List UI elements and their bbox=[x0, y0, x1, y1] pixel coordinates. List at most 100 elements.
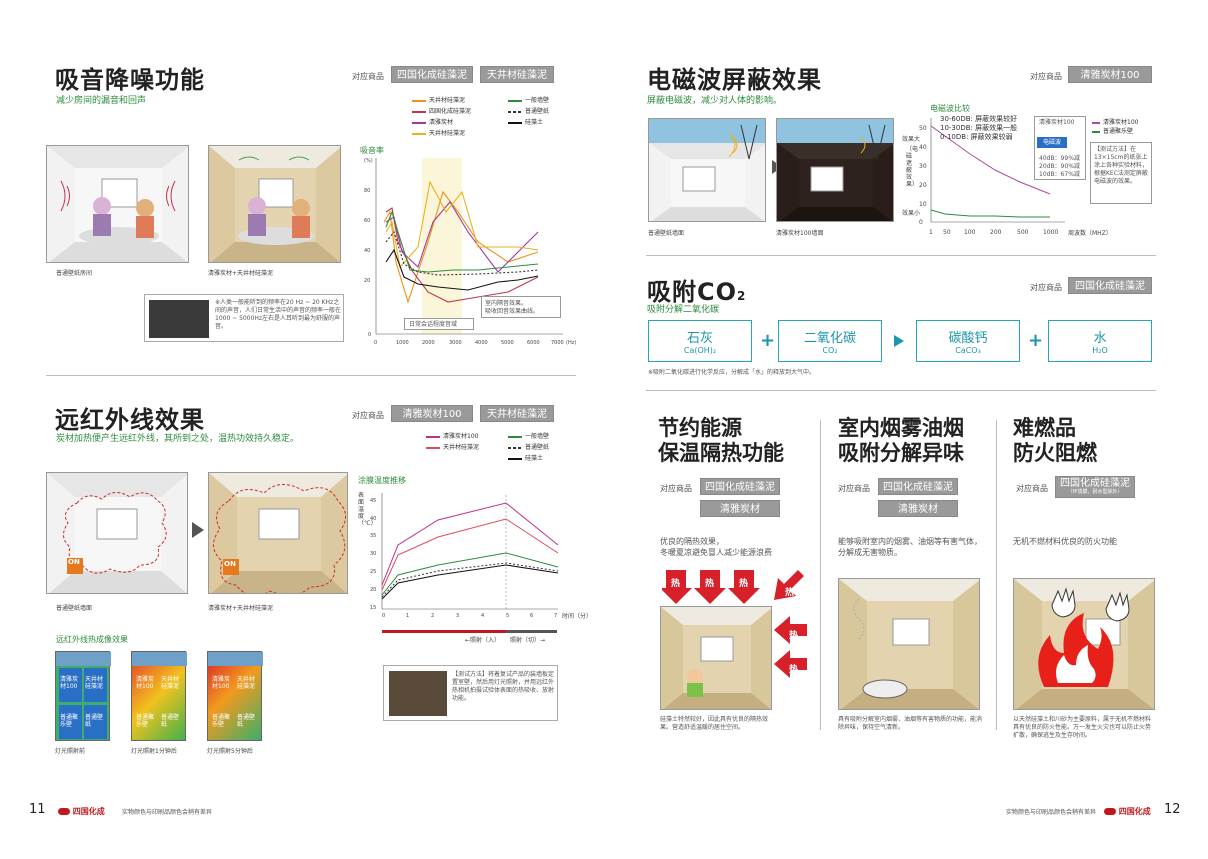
sound-room-2-caption: 清雅炭材+天井材硅藻泥 bbox=[208, 270, 274, 277]
col2-title-2: 吸附分解异味 bbox=[838, 441, 964, 465]
em-title: 电磁波屏蔽效果 bbox=[647, 66, 822, 94]
em-method-box: 【测试方法】在13×15cm的纸张上涂上各种实验材料，根据KEC法测定屏蔽电磁波… bbox=[1090, 142, 1152, 204]
svg-text:0: 0 bbox=[368, 332, 371, 338]
em-room-2-caption: 清雅炭材100墙面 bbox=[776, 230, 824, 237]
svg-text:1000: 1000 bbox=[1043, 229, 1058, 236]
col1-caption: 硅藻土特然较好，因此具有优良的隔热效果。营造舒适温暖的居住空间。 bbox=[660, 716, 769, 731]
col1-tag-2: 清雅炭材 bbox=[700, 500, 780, 517]
infrared-legend: 清雅炭材100 天井材硅藻泥 一般墙壁 普通壁纸 硅藻土 bbox=[426, 432, 576, 468]
sound-legend-1: 天井材硅藻泥 bbox=[429, 97, 466, 104]
co2-item-2-name: 二氧化碳 bbox=[803, 331, 856, 346]
infrared-title: 远红外线效果 bbox=[55, 406, 205, 434]
svg-text:10: 10 bbox=[919, 201, 927, 208]
thermal-image-1: 清雅炭材100 天井材硅藻泥 普通聚乐壁 普通壁纸 bbox=[55, 651, 111, 741]
co2-item-4: 水 H₂O bbox=[1048, 320, 1152, 362]
sound-note-photo bbox=[149, 300, 209, 338]
infrared-legend-2: 天井材硅藻泥 bbox=[443, 444, 480, 451]
svg-text:60: 60 bbox=[364, 218, 370, 224]
infrared-products-label: 对应商品 bbox=[352, 411, 384, 420]
col3-products-label: 对应商品 bbox=[1016, 484, 1048, 493]
thermal-caption-3: 灯光照射5分钟后 bbox=[207, 748, 253, 755]
col1-heat-2: 热 bbox=[705, 579, 715, 589]
sound-room-1 bbox=[46, 145, 189, 263]
thermal-2-label-1: 清雅炭材100 bbox=[136, 676, 155, 690]
co2-title-main: 吸附CO bbox=[647, 278, 738, 306]
footer-disclaimer-left: 实物颜色与印刷品颜色会稍有差异 bbox=[122, 809, 213, 816]
em-db-3: 10dB：67%减 bbox=[1039, 171, 1080, 178]
svg-text:80: 80 bbox=[364, 188, 370, 194]
thermal-3-label-4: 普通壁纸 bbox=[237, 714, 256, 728]
col3-title-1: 难燃品 bbox=[1013, 416, 1076, 440]
co2-item-3: 碳酸钙 CaCO₃ bbox=[916, 320, 1020, 362]
col2-title-1: 室内烟雾油烟 bbox=[838, 416, 964, 440]
svg-text:2000: 2000 bbox=[422, 340, 435, 346]
sound-legend-3: 清雅炭材 bbox=[429, 119, 454, 126]
em-y-top: 效果大 bbox=[902, 136, 921, 143]
col1-heat-5: 热 bbox=[789, 631, 799, 641]
em-room-1 bbox=[648, 118, 766, 222]
em-legend2-1: 清雅炭材100 bbox=[1103, 119, 1139, 126]
col1-title-1: 节约能源 bbox=[658, 416, 742, 440]
sound-legend-4: 天井材硅藻泥 bbox=[429, 130, 466, 137]
svg-text:6: 6 bbox=[530, 613, 533, 619]
infrared-room-1 bbox=[46, 472, 188, 594]
sound-room-1-caption: 普通壁纸房间 bbox=[56, 270, 93, 277]
col1-title-2: 保温隔热功能 bbox=[658, 441, 784, 465]
infrared-y-label: 表面温度（℃） bbox=[358, 492, 377, 527]
em-db-1: 40dB：99%减 bbox=[1039, 155, 1080, 162]
thermal-image-3: 清雅炭材100 天井材硅藻泥 普通聚乐壁 普通壁纸 bbox=[207, 651, 263, 741]
svg-text:20: 20 bbox=[919, 182, 927, 189]
thermal-caption-1: 灯光照射前 bbox=[55, 748, 86, 755]
svg-text:30: 30 bbox=[919, 163, 927, 170]
thermal-3-label-2: 天井材硅藻泥 bbox=[237, 676, 256, 690]
col1-heat-6: 热 bbox=[789, 665, 799, 675]
em-room-2 bbox=[776, 118, 894, 222]
svg-text:5: 5 bbox=[506, 613, 509, 619]
svg-text:100: 100 bbox=[964, 229, 976, 236]
sound-room-2 bbox=[208, 145, 341, 263]
co2-item-4-formula: H₂O bbox=[1092, 346, 1108, 355]
sound-products-label: 对应商品 bbox=[352, 72, 384, 81]
col3-tag-1-sub: （环境膜，耐水型除外） bbox=[1067, 489, 1123, 495]
infrared-legend-4: 普通壁纸 bbox=[525, 444, 550, 451]
svg-text:40: 40 bbox=[919, 144, 927, 151]
sound-callout-1-text: 室内隔音效果。 吸收回音效果曲线。 bbox=[485, 300, 540, 315]
co2-item-4-name: 水 bbox=[1093, 331, 1107, 346]
co2-title-sub: 2 bbox=[737, 289, 747, 303]
thermal-image-2: 清雅炭材100 天井材硅藻泥 普通聚乐壁 普通壁纸 bbox=[131, 651, 187, 741]
thermal-title: 远红外线热成像效果 bbox=[56, 635, 128, 644]
footer-logo-right: 四国化成 bbox=[1104, 806, 1151, 817]
co2-subtitle: 吸附分解二氧化碳 bbox=[647, 305, 720, 315]
col2-tag-1: 四国化成硅藻泥 bbox=[878, 478, 958, 495]
sound-note: ※人类一般能听到的频率在20 Hz ~ 20 KHz之间的声音，人们日常生活中的… bbox=[215, 299, 342, 330]
logo-right-icon bbox=[1104, 808, 1116, 815]
co2-plus-1: + bbox=[760, 330, 776, 351]
co2-tag-1: 四国化成硅藻泥 bbox=[1068, 277, 1152, 294]
svg-text:20: 20 bbox=[370, 587, 376, 593]
thermal-1-label-3: 普通聚乐壁 bbox=[60, 714, 79, 728]
infrared-bar bbox=[382, 630, 557, 633]
svg-text:4: 4 bbox=[481, 613, 484, 619]
thermal-2-label-4: 普通壁纸 bbox=[161, 714, 180, 728]
svg-text:1: 1 bbox=[406, 613, 409, 619]
co2-item-3-formula: CaCO₃ bbox=[955, 346, 981, 355]
em-y-mid: （电磁遮蔽效果） bbox=[906, 146, 919, 188]
col2-products-label: 对应商品 bbox=[838, 484, 870, 493]
svg-text:0: 0 bbox=[374, 340, 377, 346]
svg-text:25: 25 bbox=[370, 569, 376, 575]
svg-text:3000: 3000 bbox=[449, 340, 462, 346]
svg-text:40: 40 bbox=[370, 516, 376, 522]
infrared-chart-title: 涂膜温度推移 bbox=[358, 476, 406, 485]
col1-tag-1: 四国化成硅藻泥 bbox=[700, 478, 780, 495]
sound-callout-2: 日常会话程度音域 bbox=[404, 318, 474, 330]
col3-title-2: 防火阻燃 bbox=[1013, 441, 1097, 465]
em-db-2: 20dB：90%减 bbox=[1039, 163, 1080, 170]
infrared-arrow bbox=[192, 522, 204, 538]
em-method: 【测试方法】在13×15cm的纸张上涂上各种实验材料，根据KEC法测定屏蔽电磁波… bbox=[1094, 146, 1149, 185]
col2-room bbox=[838, 578, 980, 710]
page-number-left: 11 bbox=[29, 802, 46, 817]
svg-text:0: 0 bbox=[382, 613, 385, 619]
infrared-x-label: 时间（分） bbox=[562, 613, 593, 620]
em-y-bottom: 效果小 bbox=[902, 210, 921, 217]
